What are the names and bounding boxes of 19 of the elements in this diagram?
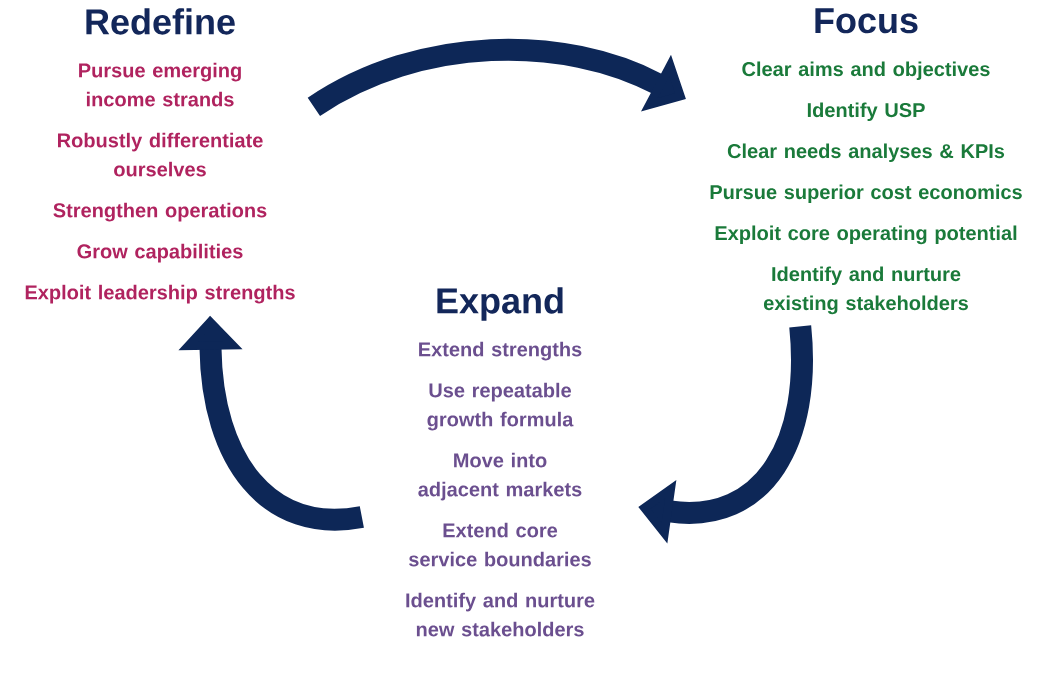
list-item: Identify USP — [807, 102, 925, 122]
list-item: Strengthen operations — [53, 202, 267, 222]
list-item: Use repeatable growth formula — [427, 382, 574, 431]
list-item: Identify and nurture new stakeholders — [406, 592, 595, 637]
list-item: Robustly differentiate ourselves — [58, 132, 263, 177]
heading: Expand — [437, 287, 563, 321]
list-item: Clear needs analyses & KPIs — [727, 143, 1005, 163]
list-item: Move into adjacent markets — [418, 452, 582, 501]
list-item: Exploit core operating potential — [715, 225, 1017, 245]
list-item: Extend core service boundaries — [409, 522, 591, 567]
list-item: Grow capabilities — [77, 243, 243, 263]
list-item: Pursue superior cost economics — [710, 184, 1022, 204]
list-item: Pursue emerging income strands — [79, 62, 241, 107]
list-item: Extend strengths — [419, 341, 582, 361]
list-item: Identify and nurture existing stakeholders — [764, 266, 968, 315]
heading: Redefine — [86, 8, 235, 35]
list-item: Exploit leadership strengths — [25, 284, 295, 304]
list-item: Clear aims and objectives — [742, 61, 990, 81]
heading: Focus — [815, 8, 918, 34]
